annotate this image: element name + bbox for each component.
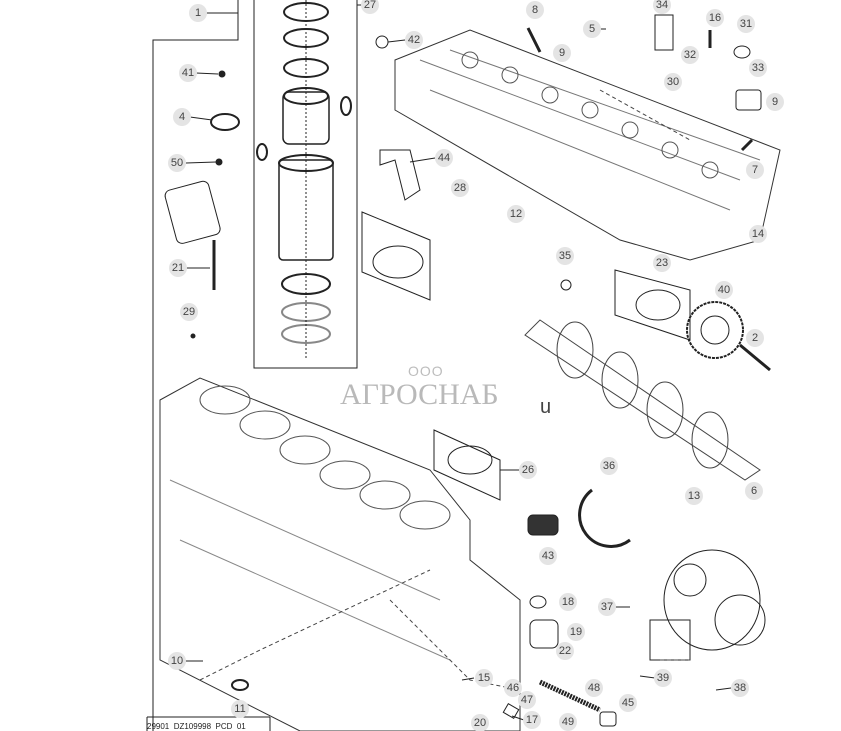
misc-parts — [231, 14, 762, 727]
callout: 20 — [471, 714, 489, 731]
watermark-logo-text: АГРОСНАБ — [340, 378, 499, 411]
callout: 46 — [504, 679, 522, 697]
callout: 29 — [180, 303, 198, 321]
callout: 30 — [664, 73, 682, 91]
callout: 21 — [169, 259, 187, 277]
leader-lines — [185, 4, 732, 721]
callout: 31 — [737, 15, 755, 33]
callout: 39 — [654, 669, 672, 687]
callout: 23 — [653, 254, 671, 272]
dashed-leaders — [199, 89, 691, 691]
callout: 9 — [766, 93, 784, 111]
turbocharger — [649, 549, 766, 661]
callout: 47 — [518, 691, 536, 709]
bearing-shells — [361, 211, 691, 501]
callout: 36 — [600, 457, 618, 475]
callout: 11 — [231, 700, 249, 718]
document-id: 29901 DZ109998 PCD 01 — [147, 722, 246, 731]
callout: 10 — [168, 652, 186, 670]
group-bracket-lines — [146, 0, 362, 731]
callout: 6 — [745, 482, 763, 500]
callout: 41 — [179, 64, 197, 82]
crankshaft — [524, 319, 761, 481]
crank-gear — [686, 301, 771, 372]
callout: 32 — [681, 46, 699, 64]
callout: 2 — [746, 329, 764, 347]
callout: 27 — [361, 0, 379, 14]
callout: 13 — [685, 487, 703, 505]
callout: 4 — [173, 108, 191, 126]
callout: 7 — [746, 161, 764, 179]
callout: 40 — [715, 281, 733, 299]
callout: 34 — [653, 0, 671, 14]
callout: 5 — [583, 20, 601, 38]
callout: 44 — [435, 149, 453, 167]
callout: 14 — [749, 225, 767, 243]
callout: 28 — [451, 179, 469, 197]
callout: 12 — [507, 205, 525, 223]
callout: 43 — [539, 547, 557, 565]
callout: 48 — [585, 679, 603, 697]
callout: 1 — [189, 4, 207, 22]
callout: 33 — [749, 59, 767, 77]
left-small-parts — [164, 70, 240, 339]
callout: 49 — [559, 713, 577, 731]
callout: 35 — [556, 247, 574, 265]
watermark-prefix: ООО — [408, 363, 444, 379]
callout: 37 — [598, 598, 616, 616]
callout: 19 — [567, 623, 585, 641]
callout: 22 — [556, 642, 574, 660]
callout: 38 — [731, 679, 749, 697]
callout: 9 — [553, 44, 571, 62]
watermark-fragment: u — [540, 396, 552, 418]
callout: 42 — [405, 31, 423, 49]
callout: 8 — [526, 1, 544, 19]
cylinder-head — [394, 29, 781, 261]
callout: 18 — [559, 593, 577, 611]
callout: 17 — [523, 711, 541, 729]
callout: 50 — [168, 154, 186, 172]
callout: 26 — [519, 461, 537, 479]
piston-and-liner — [256, 0, 352, 360]
bracket — [379, 149, 421, 201]
callout: 45 — [619, 694, 637, 712]
callout: 15 — [475, 669, 493, 687]
engine-block — [159, 377, 521, 731]
callout: 16 — [706, 9, 724, 27]
